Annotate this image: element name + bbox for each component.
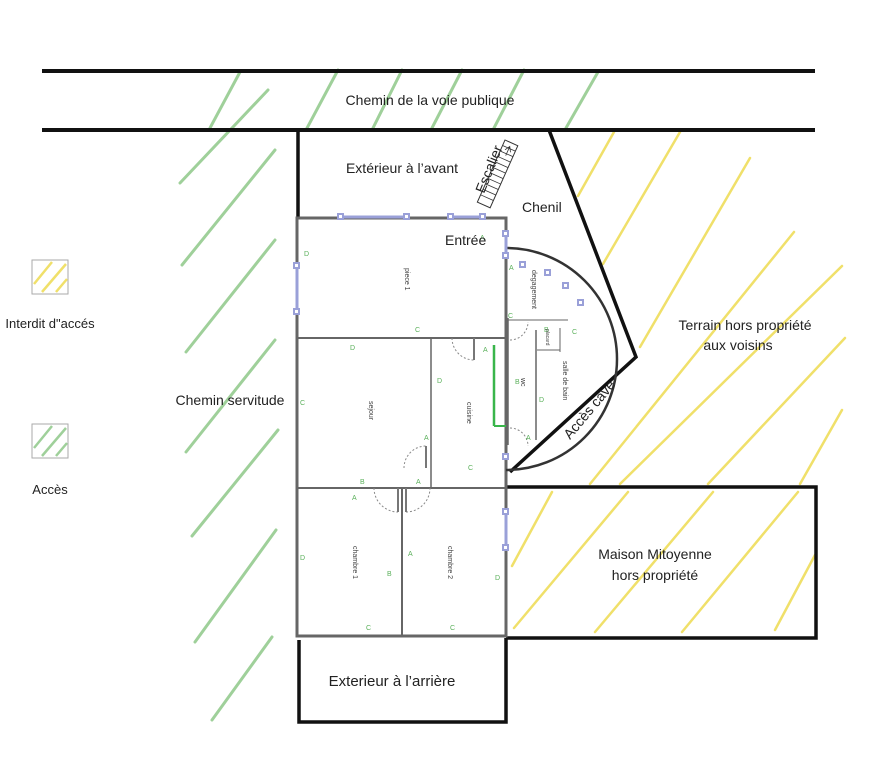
access-hatch-road xyxy=(208,68,600,132)
room-label-sdb: salle de bain xyxy=(561,361,568,400)
room-label-chambre1: chambre 1 xyxy=(351,546,358,579)
servitude-path-label: Chemin servitude xyxy=(176,392,285,408)
stairs xyxy=(476,139,519,209)
door-leaves xyxy=(397,338,475,512)
svg-text:B: B xyxy=(360,479,365,486)
svg-text:B: B xyxy=(544,327,549,334)
rear-exterior-label: Exterieur à l’arrière xyxy=(329,673,456,690)
access-hatch-servitude xyxy=(178,88,280,722)
svg-text:A: A xyxy=(483,347,488,354)
room-label-cuisine: cuisine xyxy=(465,402,472,424)
forbidden-hatch-neighbors xyxy=(576,130,847,486)
kennel-label: Chenil xyxy=(522,199,562,215)
legend-access-swatch xyxy=(31,423,69,459)
legend-access-label: Accès xyxy=(32,482,68,497)
room-label-wc: wc xyxy=(519,377,526,387)
svg-text:A: A xyxy=(408,551,413,558)
svg-text:C: C xyxy=(572,329,577,336)
wall-markers: D C A D C D A A C A B A D B A D C C A C A B C D B xyxy=(300,235,577,632)
legend-forbidden-label: Interdit d"accés xyxy=(5,316,95,331)
neighbors-land-label-1: Terrain hors propriété xyxy=(678,317,811,333)
road-label: Chemin de la voie publique xyxy=(346,92,515,108)
property-boundaries xyxy=(296,129,818,724)
adjacent-house-label-1: Maison Mitoyenne xyxy=(598,546,712,562)
svg-text:D: D xyxy=(300,555,305,562)
svg-text:A: A xyxy=(526,435,531,442)
entrance-label: Entrée xyxy=(445,232,486,248)
adjacent-house-label-2: hors propriété xyxy=(612,567,699,583)
svg-text:C: C xyxy=(508,313,513,320)
neighbors-land-label-2: aux voisins xyxy=(703,337,772,353)
door-swings xyxy=(373,321,529,513)
forbidden-hatch-adjacent xyxy=(510,490,817,634)
room-label-piece1: piece 1 xyxy=(403,268,410,291)
legend-forbidden-swatch xyxy=(31,259,69,295)
room-label-sejour: sejour xyxy=(367,401,374,421)
svg-text:D: D xyxy=(539,397,544,404)
svg-text:A: A xyxy=(509,265,514,272)
svg-text:A: A xyxy=(424,435,429,442)
svg-text:C: C xyxy=(415,327,420,334)
room-label-chambre2: chambre 2 xyxy=(446,546,453,579)
windows xyxy=(293,213,584,551)
svg-text:D: D xyxy=(495,575,500,582)
svg-text:C: C xyxy=(300,400,305,407)
svg-text:A: A xyxy=(352,495,357,502)
room-label-placard: placard xyxy=(544,329,550,346)
svg-text:A: A xyxy=(416,479,421,486)
svg-text:C: C xyxy=(450,625,455,632)
svg-text:C: C xyxy=(468,465,473,472)
svg-text:B: B xyxy=(387,571,392,578)
public-road xyxy=(42,69,815,132)
svg-text:D: D xyxy=(304,251,309,258)
svg-text:D: D xyxy=(437,378,442,385)
front-exterior-label: Extérieur à l’avant xyxy=(346,160,458,176)
svg-text:A: A xyxy=(480,235,485,242)
svg-text:C: C xyxy=(366,625,371,632)
bay-wall xyxy=(505,246,619,472)
svg-text:B: B xyxy=(515,379,520,386)
svg-text:D: D xyxy=(350,345,355,352)
room-label-degagement: degagement xyxy=(530,270,537,309)
house-walls xyxy=(295,216,568,638)
